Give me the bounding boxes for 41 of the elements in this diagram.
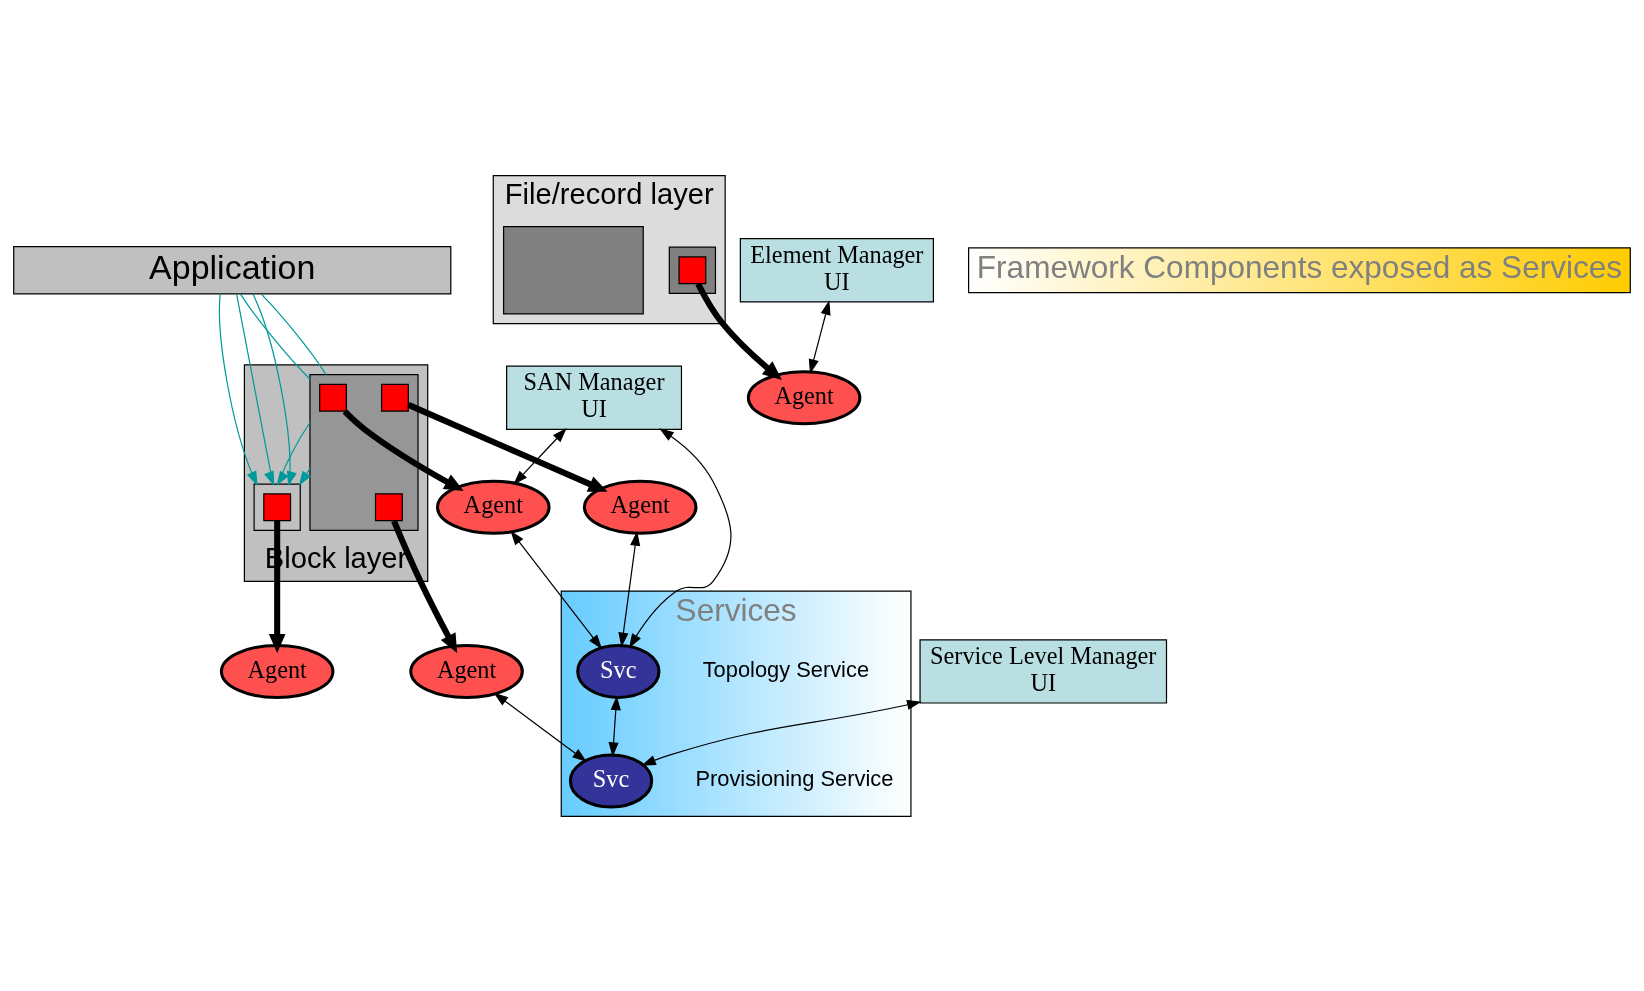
arrow (618, 530, 641, 647)
node-box: Application (13, 245, 452, 295)
node-box: Framework Components exposed as Services (968, 246, 1631, 293)
arrow (268, 520, 286, 653)
arrow (608, 695, 621, 757)
node-ellipse: Agent (436, 479, 551, 535)
arrow (510, 530, 603, 649)
node-box: SAN Manager UI (506, 365, 683, 430)
connector (240, 293, 311, 380)
node-ellipse: Agent (409, 643, 524, 699)
node-ellipse: Agent (582, 479, 698, 535)
arrow (808, 299, 831, 374)
node-box (263, 492, 292, 521)
node-box: Element Manager UI (739, 237, 934, 302)
arrow (235, 292, 275, 486)
connector (260, 293, 327, 375)
node-label: Topology Service (702, 656, 870, 682)
node-ellipse: Agent (746, 369, 862, 425)
arrow (641, 699, 922, 766)
arrow (252, 292, 297, 486)
arrow (298, 467, 312, 486)
node-label: Provisioning Service (695, 765, 894, 791)
node-box (678, 255, 707, 284)
cluster (253, 483, 301, 531)
node-box: Service Level Manager UI (919, 638, 1168, 704)
cluster (309, 373, 419, 531)
arrow (276, 421, 311, 486)
node-ellipse: Svc (576, 643, 661, 699)
arrow (629, 427, 732, 648)
arrow (218, 292, 258, 486)
node-box (374, 492, 403, 521)
cluster: File/record layer (492, 174, 726, 324)
arrow (513, 427, 567, 485)
arrow (391, 519, 458, 653)
node-box (381, 383, 409, 412)
node-ellipse: Agent (219, 643, 335, 699)
node-box (503, 225, 644, 315)
cluster (668, 246, 717, 294)
arrow (493, 692, 587, 762)
node-ellipse: Svc (568, 752, 654, 808)
node-box (319, 383, 347, 412)
